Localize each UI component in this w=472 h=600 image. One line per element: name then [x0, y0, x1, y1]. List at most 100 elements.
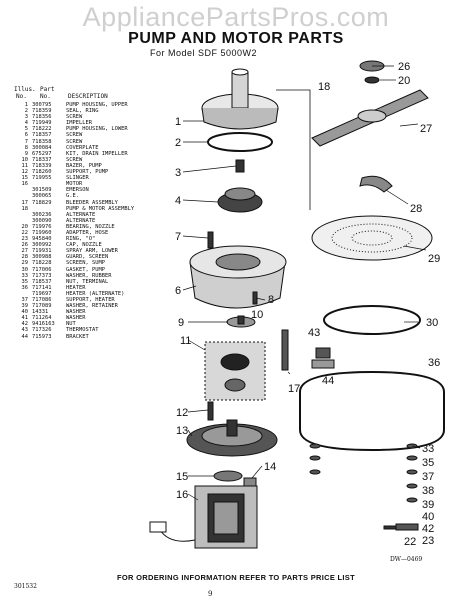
parts-list-description: PUMP & MOTOR ASSEMBLY — [66, 205, 135, 212]
parts-list-description: WASHER — [66, 309, 86, 316]
callout-27: 27 — [420, 123, 432, 135]
impeller-part — [217, 187, 263, 213]
parts-list-part-no: 718537 — [32, 278, 52, 285]
callout-10: 10 — [251, 309, 263, 321]
callout-40: 40 — [422, 511, 434, 523]
parts-list-description: SCREEN, SUMP — [66, 260, 105, 267]
parts-list-part-no: 717006 — [32, 266, 52, 273]
callout-28: 28 — [410, 203, 422, 215]
parts-list-part-no: 715973 — [32, 333, 52, 340]
parts-list-part-no: 300065 — [32, 193, 52, 200]
spray-arm-part — [311, 89, 429, 147]
parts-list-description: KIT, DRAIN IMPELLER — [66, 150, 128, 157]
parts-list-part-no: 718358 — [32, 138, 52, 145]
motor-part — [149, 485, 258, 549]
parts-list-description: SUPPORT, PUMP — [66, 169, 109, 176]
callout-11: 11 — [180, 335, 191, 347]
callout-8: 8 — [268, 294, 274, 306]
parts-list-illus-no: 2 — [24, 108, 28, 115]
sump-screen-part — [311, 215, 433, 261]
parts-list-illus-no: 4 — [24, 120, 28, 127]
parts-list-description: SUPPORT, HEATER — [66, 297, 115, 303]
parts-list-illus-no: 30 — [21, 266, 29, 273]
parts-list-illus-no: 6 — [24, 132, 28, 139]
parts-list-part-no: 717089 — [32, 303, 52, 310]
parts-list-illus-no: 5 — [24, 126, 28, 133]
parts-list-description: SPRAY ARM, LOWER — [66, 248, 118, 255]
model-subtitle: For Model SDF 5000W2 — [150, 48, 258, 58]
parts-list-description: WASHER, RUBBER — [66, 272, 112, 279]
heater-part — [299, 370, 445, 452]
parts-list-part-no: 300090 — [32, 217, 52, 224]
parts-list-part-no: 675297 — [32, 150, 52, 157]
parts-list-part-no: 718356 — [32, 114, 52, 121]
parts-list-description: RING, "O" — [66, 236, 96, 243]
parts-list-description: G.E. — [66, 193, 79, 200]
parts-list-illus-no: 26 — [21, 242, 29, 249]
callout-3: 3 — [175, 167, 181, 179]
parts-list-description: BRACKET — [66, 333, 89, 340]
parts-list-part-no: 301509 — [32, 187, 52, 194]
upper-pump-housing-part — [201, 68, 279, 130]
parts-list-illus-no: 43 — [21, 327, 29, 334]
header-part: Part — [40, 86, 55, 93]
parts-list-part-no: 717086 — [32, 297, 52, 303]
parts-list-description: ALTERNATE — [66, 217, 96, 224]
parts-list-illus-no: 10 — [21, 156, 29, 163]
parts-list-part-no: 14331 — [32, 309, 49, 316]
parts-list-part-no: 719949 — [32, 120, 52, 127]
parts-list-description: PUMP HOUSING, LOWER — [66, 126, 128, 133]
callout-30: 30 — [426, 317, 438, 329]
parts-list-description: GUARD, SCREEN — [66, 254, 109, 261]
parts-list-part-no: 300236 — [32, 211, 52, 218]
parts-list-description: HEATER (ALTERNATE) — [66, 290, 125, 297]
heater-hardware-stack — [309, 443, 418, 503]
parts-list-description: SCREW — [66, 156, 83, 163]
diagram-reference-code: DW—0469 — [390, 556, 423, 563]
callout-36: 36 — [428, 357, 440, 369]
parts-list-part-no: 719960 — [32, 229, 52, 236]
callout-2: 2 — [175, 137, 181, 149]
nozzle-bearing-part — [364, 76, 380, 84]
callout-4: 4 — [175, 195, 181, 207]
parts-list-part-no: 718260 — [32, 169, 52, 176]
callout-12: 12 — [176, 407, 188, 419]
ordering-info-footer: FOR ORDERING INFORMATION REFER TO PARTS … — [117, 573, 355, 582]
parts-list-description: BAZER, PUMP — [66, 162, 102, 169]
parts-list-illus-no: 44 — [21, 333, 29, 340]
parts-list-description: IMPELLER — [66, 120, 92, 127]
callout-16: 16 — [176, 489, 188, 501]
parts-list-description: THERMOSTAT — [66, 327, 99, 334]
parts-list-row: 300090 ALTERNATE — [14, 218, 170, 224]
callout-15: 15 — [176, 471, 188, 483]
parts-list-illus-no: 22 — [21, 229, 29, 236]
callout-1: 1 — [175, 116, 181, 128]
document-code: 301532 — [14, 583, 37, 590]
thermostat-part — [311, 347, 335, 369]
callout-33: 33 — [422, 443, 434, 455]
parts-list-part-no: 300795 — [32, 102, 52, 108]
callout-18: 18 — [318, 81, 330, 93]
callout-37: 37 — [422, 471, 434, 483]
callout-44: 44 — [322, 375, 334, 387]
parts-list-description: CAP, NOZZLE — [66, 242, 102, 249]
